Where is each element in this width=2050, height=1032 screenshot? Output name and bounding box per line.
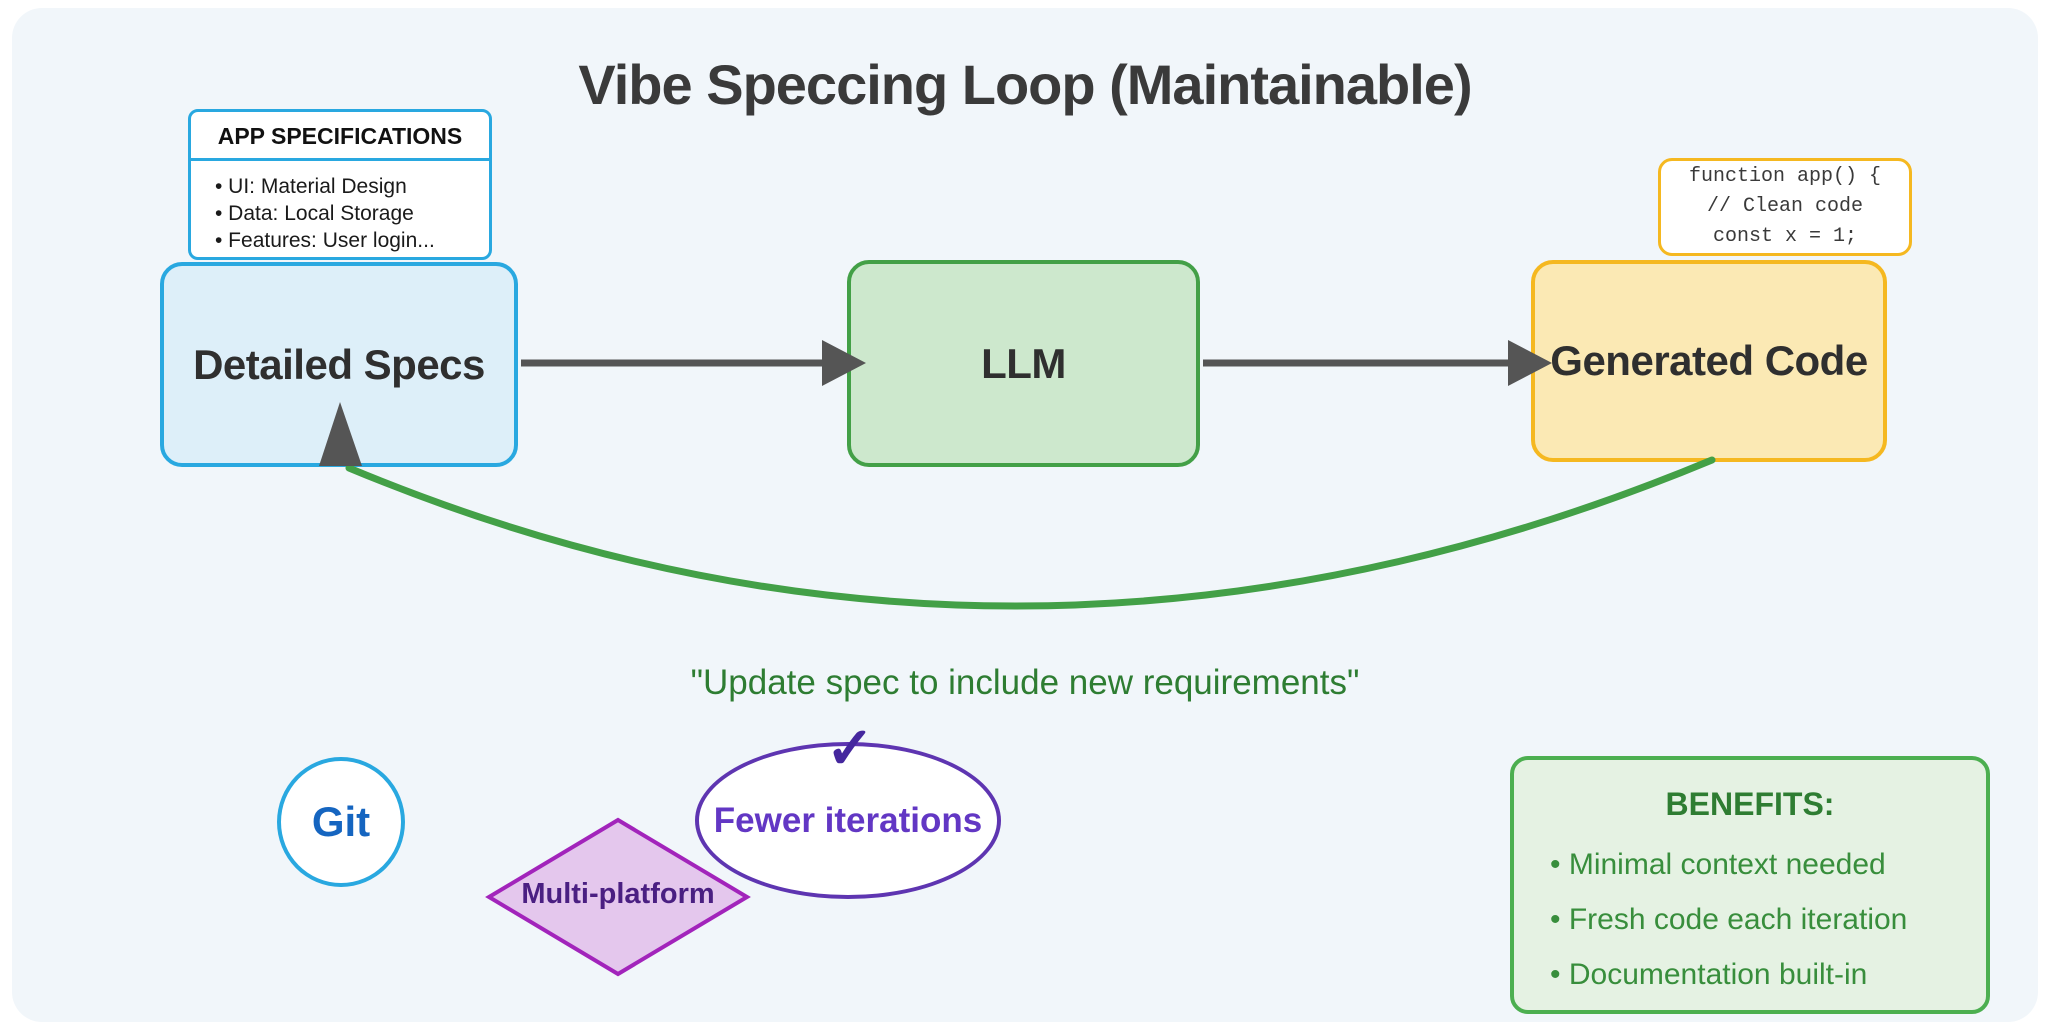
node-detailed-specs: Detailed Specs xyxy=(160,262,518,467)
code-snippet-note: function app() { // Clean code const x =… xyxy=(1658,158,1912,256)
app-specifications-list: • UI: Material Design • Data: Local Stor… xyxy=(191,161,489,254)
multi-platform-label: Multi-platform xyxy=(521,878,715,910)
node-generated-code-label: Generated Code xyxy=(1550,337,1868,384)
node-detailed-specs-label: Detailed Specs xyxy=(193,340,485,388)
benefit-item-context: • Minimal context needed xyxy=(1550,848,1886,881)
code-line-1: function app() { xyxy=(1688,165,1882,188)
code-line-2: // Clean code xyxy=(1706,195,1864,218)
fewer-iterations-label: Fewer iterations xyxy=(713,800,983,840)
spec-item-ui: • UI: Material Design xyxy=(215,175,407,198)
benefits-heading: BENEFITS: xyxy=(1665,786,1835,822)
git-badge: Git xyxy=(277,757,405,887)
loop-annotation: "Update spec to include new requirements… xyxy=(690,663,1360,702)
benefit-item-fresh-code: • Fresh code each iteration xyxy=(1550,903,1908,936)
code-line-3: const x = 1; xyxy=(1712,225,1858,248)
benefits-list: • Minimal context needed • Fresh code ea… xyxy=(1514,837,1986,1002)
check-icon: ✓ xyxy=(825,716,875,781)
git-badge-label: Git xyxy=(311,798,371,845)
app-specifications-note: APP SPECIFICATIONS • UI: Material Design… xyxy=(188,109,492,260)
spec-item-features: • Features: User login... xyxy=(215,229,435,252)
spec-item-data: • Data: Local Storage xyxy=(215,202,414,225)
page-title: Vibe Speccing Loop (Maintainable) xyxy=(578,53,1472,116)
app-specifications-heading: APP SPECIFICATIONS xyxy=(191,112,489,161)
node-llm-label: LLM xyxy=(981,339,1066,387)
benefit-item-documentation: • Documentation built-in xyxy=(1550,958,1868,991)
node-generated-code: Generated Code xyxy=(1531,260,1887,462)
node-llm: LLM xyxy=(847,260,1200,467)
benefits-panel: BENEFITS: • Minimal context needed • Fre… xyxy=(1510,756,1990,1014)
